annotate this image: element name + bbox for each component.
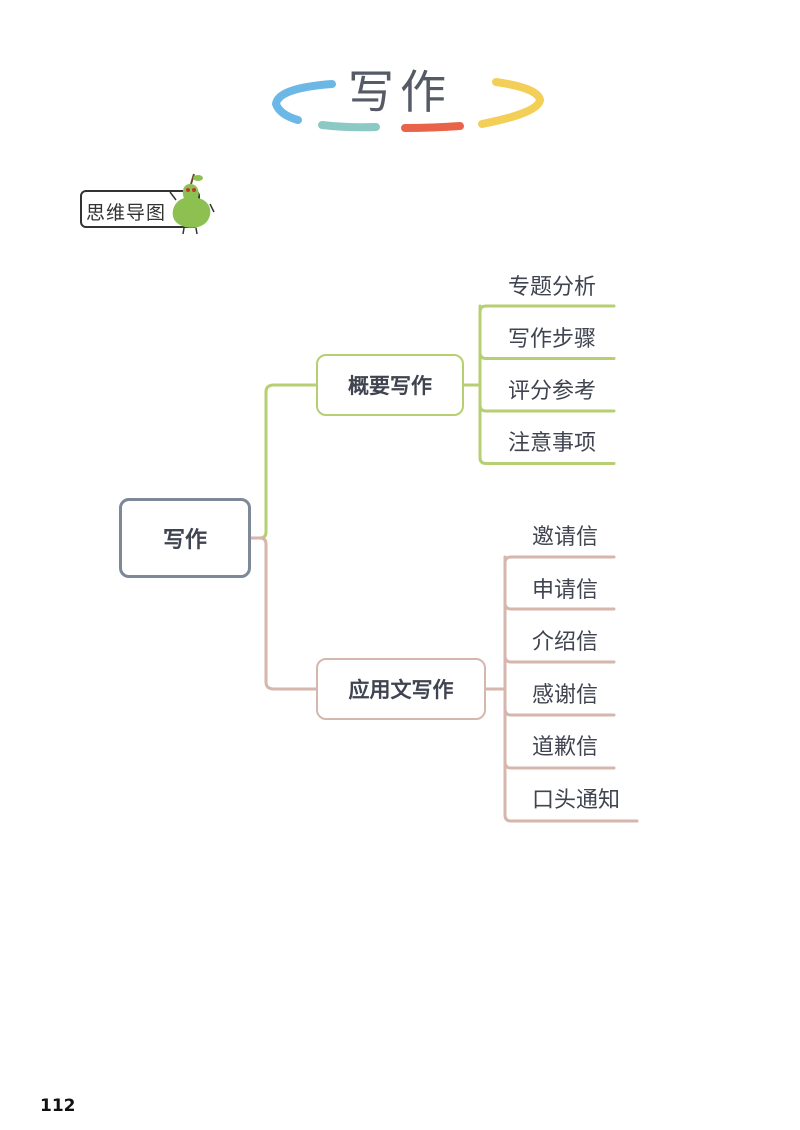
- connector-line: [478, 351, 616, 360]
- connector-line: [503, 707, 616, 717]
- branch-node-practical-writing: 应用文写作: [316, 658, 486, 720]
- connector-line: [478, 456, 616, 465]
- leaf-node: 介绍信: [532, 630, 599, 655]
- leaf-node: 感谢信: [532, 682, 599, 708]
- connector-line: [249, 536, 318, 691]
- leaf-node: 邀请信: [532, 525, 599, 550]
- connector-line: [503, 601, 616, 611]
- page-number: 112: [40, 1096, 76, 1116]
- leaf-node: 注意事项: [508, 431, 597, 456]
- leaf-node: 评分参考: [508, 379, 597, 404]
- leaf-node: 道歉信: [532, 735, 599, 760]
- connector-line: [503, 760, 616, 770]
- connector-line: [478, 304, 616, 314]
- arc-teal: [318, 121, 380, 132]
- root-node: 写作: [119, 498, 251, 578]
- connector-line: [249, 383, 318, 540]
- branch-node-summary-writing: 概要写作: [316, 354, 464, 416]
- pear-mascot-icon: [169, 173, 215, 235]
- connector-line: [478, 403, 616, 413]
- branch2-connectors: [249, 536, 639, 823]
- arc-yellow: [478, 78, 545, 128]
- leaf-node: 申请信: [532, 577, 599, 603]
- badge-label: 思维导图: [86, 202, 167, 224]
- arc-blue: [271, 80, 336, 124]
- page-title: 写作: [348, 65, 452, 119]
- leaf-node: 口头通知: [532, 787, 621, 813]
- connector-line: [503, 654, 616, 664]
- title-decoration: [271, 78, 545, 132]
- connector-line: [503, 555, 616, 565]
- connector-line: [503, 813, 639, 823]
- arc-red: [401, 122, 464, 132]
- leaf-node: 专题分析: [508, 275, 597, 300]
- leaf-node: 写作步骤: [508, 327, 597, 352]
